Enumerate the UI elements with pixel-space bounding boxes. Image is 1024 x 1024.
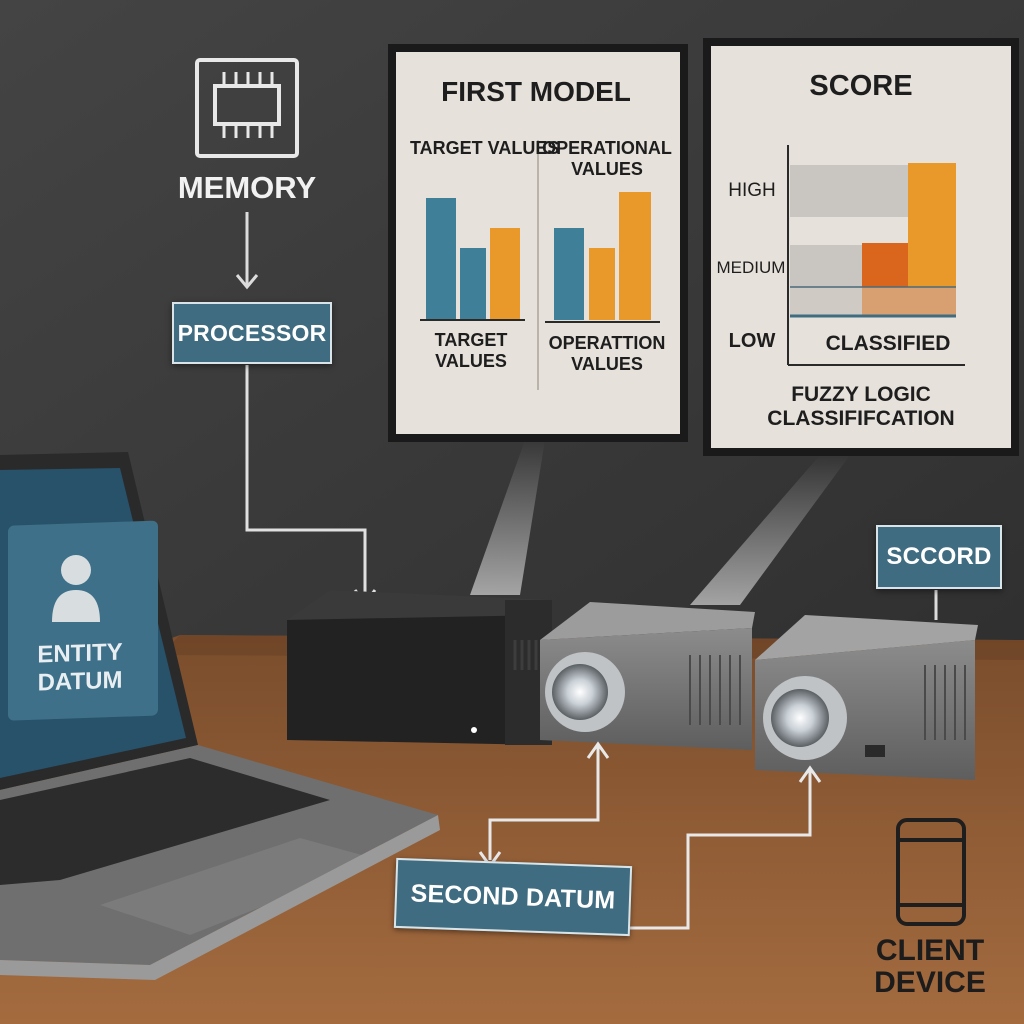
operational-values-top-label: OPERATIONAL VALUES bbox=[542, 138, 672, 179]
first-model-title: FIRST MODEL bbox=[441, 76, 631, 107]
score-bar bbox=[790, 245, 862, 287]
lens-icon bbox=[552, 664, 608, 720]
classified-label: CLASSIFIED bbox=[825, 332, 951, 355]
second-datum-tag[interactable]: SECOND DATUM bbox=[393, 857, 633, 937]
target-values-bottom-label: TARGET VALUES bbox=[434, 330, 508, 371]
level-low: LOW bbox=[728, 330, 776, 352]
arrow-second-datum-to-projector-2 bbox=[630, 765, 822, 930]
hub-box bbox=[287, 590, 552, 745]
score-tag[interactable]: SCCORD bbox=[876, 525, 1002, 589]
lens-icon bbox=[771, 689, 829, 747]
level-medium: MEDIUM bbox=[716, 258, 786, 277]
memory-label: MEMORY bbox=[177, 170, 317, 205]
laptop-trackpad[interactable] bbox=[100, 838, 380, 935]
operation-values-bottom-label: OPERATTION VALUES bbox=[548, 333, 666, 374]
projector-1 bbox=[540, 602, 755, 750]
second-datum-label: SECOND DATUM bbox=[410, 878, 616, 915]
smartphone-icon bbox=[896, 818, 966, 926]
laptop-keyboard[interactable] bbox=[0, 758, 330, 885]
first-model-bar bbox=[426, 198, 456, 320]
light-beam-2 bbox=[690, 455, 850, 605]
processor-label: PROCESSOR bbox=[177, 319, 327, 346]
first-model-poster bbox=[388, 44, 688, 442]
light-beam-1 bbox=[470, 440, 545, 595]
first-model-bar bbox=[589, 248, 615, 320]
memory-chip-icon bbox=[195, 58, 299, 158]
score-title: SCORE bbox=[809, 70, 913, 102]
arrow-memory-to-processor bbox=[235, 212, 259, 290]
first-model-bar bbox=[490, 228, 520, 320]
entity-datum-label: ENTITY DATUM bbox=[37, 638, 123, 697]
first-model-bar bbox=[554, 228, 584, 320]
score-poster bbox=[703, 38, 1019, 456]
score-tag-label: SCCORD bbox=[886, 543, 992, 570]
client-device-label: CLIENT DEVICE bbox=[874, 934, 986, 999]
score-bar bbox=[790, 165, 908, 217]
first-model-bar bbox=[460, 248, 486, 320]
level-high: HIGH bbox=[728, 180, 776, 201]
first-model-bar bbox=[619, 192, 651, 320]
laptop[interactable] bbox=[0, 452, 440, 980]
processor-tag[interactable]: PROCESSOR bbox=[172, 302, 332, 364]
laptop-edge bbox=[0, 815, 440, 980]
target-values-top-label: TARGET VALUES bbox=[410, 138, 560, 158]
score-bar bbox=[790, 287, 862, 315]
projector-2 bbox=[755, 615, 978, 780]
fuzzy-logic-caption: FUZZY LOGIC CLASSIFIFCATION bbox=[767, 383, 955, 431]
user-icon bbox=[52, 555, 100, 622]
